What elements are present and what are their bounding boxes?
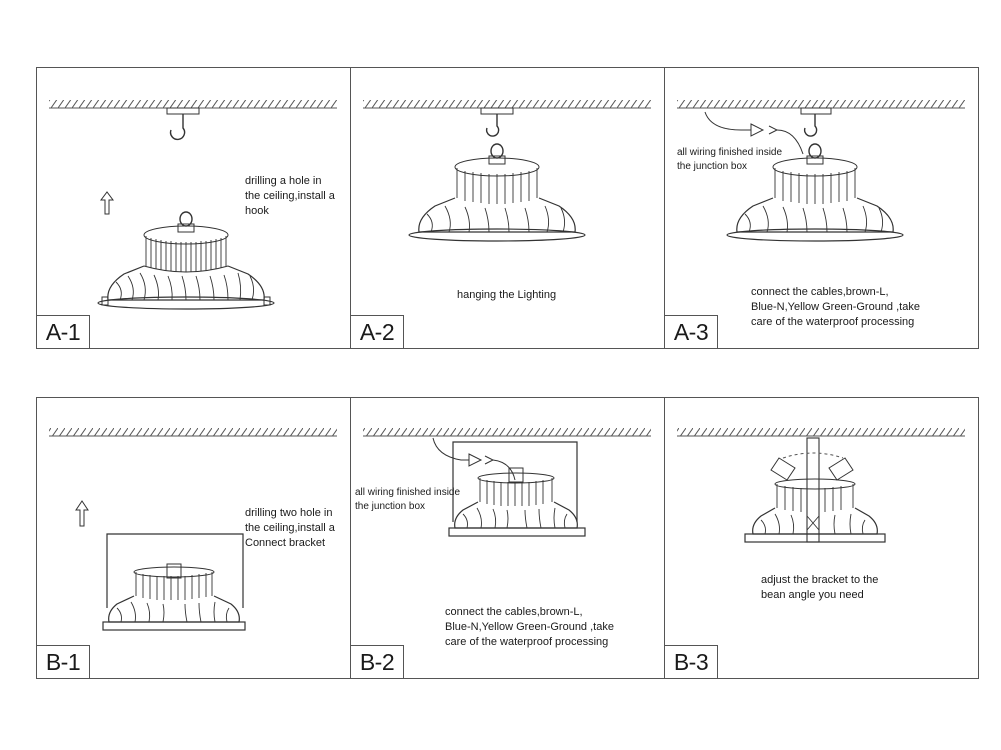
up-arrow-icon <box>75 500 89 527</box>
b3-illustration <box>677 428 965 543</box>
high-bay-lamp <box>408 143 586 242</box>
panel-b2: all wiring finished inside the junction … <box>350 397 665 679</box>
a3-step-label: A-3 <box>665 315 718 348</box>
a3-illustration <box>677 100 965 242</box>
panel-b1: drilling two hole in the ceiling,install… <box>36 397 351 679</box>
hook-plate <box>166 107 200 115</box>
ceiling-hook <box>485 114 500 137</box>
high-bay-lamp <box>102 563 246 631</box>
connect-bracket <box>106 533 244 608</box>
ceiling <box>49 428 337 436</box>
connector-icon <box>468 453 483 467</box>
ceiling <box>49 100 337 108</box>
a1-illustration <box>49 100 337 310</box>
high-bay-lamp <box>448 467 586 537</box>
high-bay-lamp <box>744 478 886 543</box>
b2-step-label: B-2 <box>351 645 404 678</box>
panel-a1: drilling a hole in the ceiling,install a… <box>36 67 351 349</box>
b3-step-label: B-3 <box>665 645 718 678</box>
a2-step-label: A-2 <box>351 315 404 348</box>
right-bracket-clip <box>828 457 854 481</box>
left-bracket-clip <box>770 457 796 481</box>
angle-arc <box>782 452 844 459</box>
b2-caption: connect the cables,brown-L, Blue-N,Yello… <box>445 606 614 648</box>
panel-a3: all wiring finished inside the junction … <box>664 67 979 349</box>
panel-a2: hanging the Lighting A-2 <box>350 67 665 349</box>
ceiling-hook <box>169 114 186 141</box>
supply-cable <box>432 437 469 461</box>
a2-caption: hanging the Lighting <box>457 289 557 301</box>
a3-caption: connect the cables,brown-L, Blue-N,Yello… <box>751 286 920 328</box>
a1-step-label: A-1 <box>37 315 90 348</box>
ceiling <box>677 100 965 108</box>
b1-illustration <box>49 428 337 631</box>
connector-icon <box>750 123 765 137</box>
b2-note: all wiring finished inside the junction … <box>355 487 461 512</box>
ceiling <box>363 428 651 436</box>
a1-caption: drilling a hole in the ceiling,install a… <box>245 175 335 217</box>
b2-illustration <box>363 428 651 537</box>
high-bay-lamp <box>97 211 275 310</box>
b1-step-label: B-1 <box>37 645 90 678</box>
high-bay-lamp <box>726 143 904 242</box>
a3-note: all wiring finished inside the junction … <box>677 147 783 172</box>
ceiling <box>363 100 651 108</box>
a2-illustration <box>363 100 651 242</box>
supply-cable <box>704 111 751 131</box>
b1-caption: drilling two hole in the ceiling,install… <box>245 507 335 549</box>
ceiling-hook <box>803 114 818 137</box>
up-arrow-icon <box>100 191 114 215</box>
b3-caption: adjust the bracket to the bean angle you… <box>761 574 879 601</box>
connect-bracket <box>452 441 578 522</box>
ceiling <box>677 428 965 436</box>
panel-b3: adjust the bracket to the bean angle you… <box>664 397 979 679</box>
center-post <box>806 437 820 543</box>
